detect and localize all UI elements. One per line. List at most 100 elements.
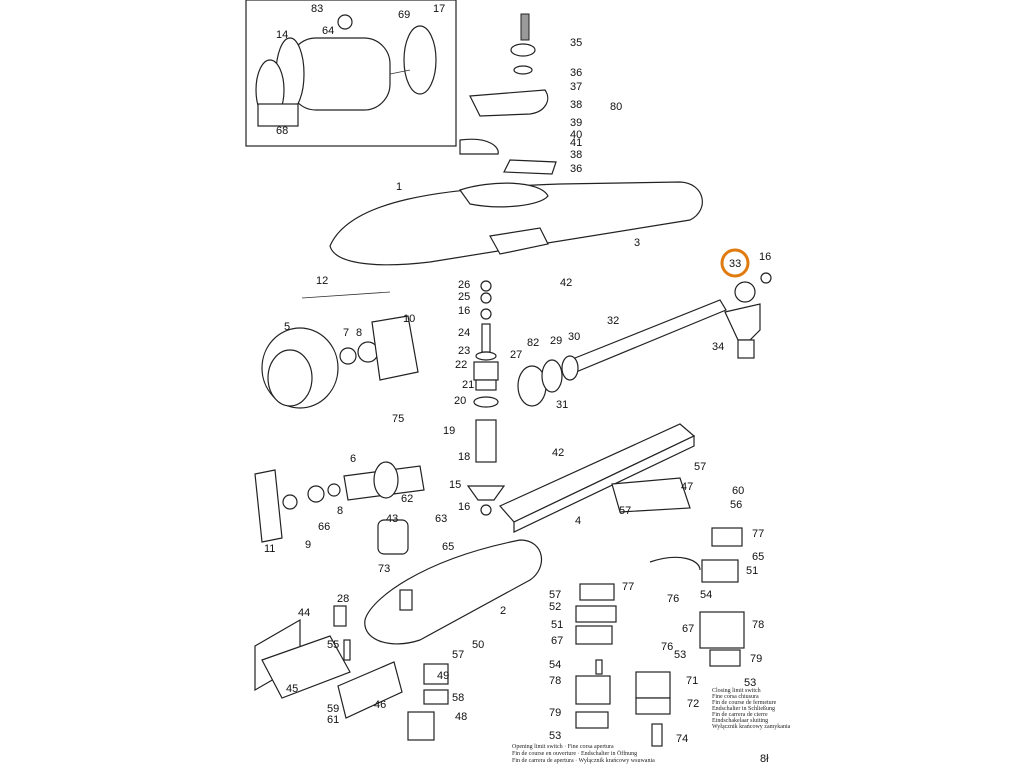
worm-screw-assembly: [517, 272, 772, 407]
part-label-4: 4: [575, 515, 581, 527]
part-label-16: 16: [759, 251, 771, 263]
part-label-38: 38: [570, 99, 582, 111]
note-closing-5: Eindschakelaar sluiting: [712, 718, 768, 724]
note-closing-6: Wyłącznik krańcowy zamykania: [712, 724, 791, 730]
part-label-7: 7: [343, 327, 349, 339]
part-label-36: 36: [570, 67, 582, 79]
part-label-3: 3: [634, 237, 640, 249]
motor-assembly: [261, 291, 419, 409]
part-label-8: 8: [356, 327, 362, 339]
part-label-48: 48: [455, 711, 467, 723]
part-label-2: 2: [500, 605, 506, 617]
part-label-74: 74: [676, 733, 688, 745]
part-label-40: 40: [570, 129, 582, 141]
bottom-left-plates: [254, 605, 403, 719]
note-closing-1: Fine corsa chiusura: [712, 694, 759, 700]
part-label-8: 8: [337, 505, 343, 517]
gearbox-housing: [364, 519, 543, 645]
part-label-55: 55: [327, 639, 339, 651]
left-parts: [254, 461, 425, 543]
part-label-56: 56: [730, 499, 742, 511]
part-label-18: 18: [458, 451, 470, 463]
part-label-20: 20: [454, 395, 466, 407]
highlight-circle: [720, 248, 750, 278]
part-label-68: 68: [276, 125, 288, 137]
part-label-14: 14: [276, 29, 288, 41]
part-label-27: 27: [510, 349, 522, 361]
part-label-57: 57: [694, 461, 706, 473]
part-label-59: 59: [327, 703, 339, 715]
part-label-42: 42: [560, 277, 572, 289]
note-closing-3: Endschalter in Schließung: [712, 705, 775, 712]
part-label-76: 76: [661, 641, 673, 653]
part-label-50: 50: [472, 639, 484, 651]
part-label-39: 39: [570, 117, 582, 129]
part-label-44: 44: [298, 607, 310, 619]
part-label-10: 10: [403, 313, 415, 325]
part-label-41: 41: [570, 137, 582, 149]
part-label-77: 77: [752, 528, 764, 540]
motor-inset-box: [245, 0, 457, 147]
part-label-35: 35: [570, 37, 582, 49]
part-label-36: 36: [570, 163, 582, 175]
part-label-53: 53: [549, 730, 561, 742]
part-label-53: 53: [674, 649, 686, 661]
part-label-78: 78: [752, 619, 764, 631]
part-label-69: 69: [398, 9, 410, 21]
part-label-34: 34: [712, 341, 724, 353]
part-label-19: 19: [443, 425, 455, 437]
part-label-32: 32: [607, 315, 619, 327]
note-closing-4: Fin de carrera de cierre: [712, 712, 768, 718]
part-label-37: 37: [570, 81, 582, 93]
part-label-57: 57: [549, 589, 561, 601]
top-stack-parts: [459, 13, 557, 175]
part-label-82: 82: [527, 337, 539, 349]
vertical-gear-stack: [466, 280, 506, 516]
note-closing-2: Fin de course de fermeture: [712, 699, 777, 706]
bottom-middle-parts: [407, 663, 449, 741]
part-label-33: 33: [729, 258, 741, 270]
part-label-66: 66: [318, 521, 330, 533]
part-label-15: 15: [449, 479, 461, 491]
part-label-75: 75: [392, 413, 404, 425]
part-label-23: 23: [458, 345, 470, 357]
part-label-73: 73: [378, 563, 390, 575]
part-label-38: 38: [570, 149, 582, 161]
part-label-22: 22: [455, 359, 467, 371]
part-label-71: 71: [686, 675, 698, 687]
part-label-77: 77: [622, 581, 634, 593]
motor-inset: [255, 14, 437, 127]
part-label-51: 51: [551, 619, 563, 631]
part-label-65: 65: [442, 541, 454, 553]
part-label-67: 67: [682, 623, 694, 635]
note-opening-1: Fin de course en ouverture · Endschalter…: [512, 750, 637, 757]
cover-housing: [329, 181, 703, 266]
note-opening-0: Opening limit switch · Fine corsa apertu…: [512, 744, 614, 750]
part-label-61: 61: [327, 714, 339, 726]
part-label-26: 26: [458, 279, 470, 291]
part-label-52: 52: [549, 601, 561, 613]
part-label-12: 12: [316, 275, 328, 287]
page-marker: 8ł: [760, 753, 769, 765]
part-label-47: 47: [681, 481, 693, 493]
part-label-49: 49: [437, 670, 449, 682]
part-label-46: 46: [374, 699, 386, 711]
part-label-16: 16: [458, 305, 470, 317]
part-label-53: 53: [744, 677, 756, 689]
part-label-72: 72: [687, 698, 699, 710]
part-label-83: 83: [311, 3, 323, 15]
part-label-11: 11: [264, 543, 275, 555]
closing-limit-switch-note: Closing limit switch Fine corsa chiusura…: [712, 688, 791, 730]
part-label-17: 17: [433, 3, 445, 15]
part-label-45: 45: [286, 683, 298, 695]
part-label-31: 31: [556, 399, 568, 411]
part-label-30: 30: [568, 331, 580, 343]
part-label-29: 29: [550, 335, 562, 347]
part-label-43: 43: [386, 513, 398, 525]
part-label-25: 25: [458, 291, 470, 303]
part-label-64: 64: [322, 25, 334, 37]
part-label-9: 9: [305, 539, 311, 551]
